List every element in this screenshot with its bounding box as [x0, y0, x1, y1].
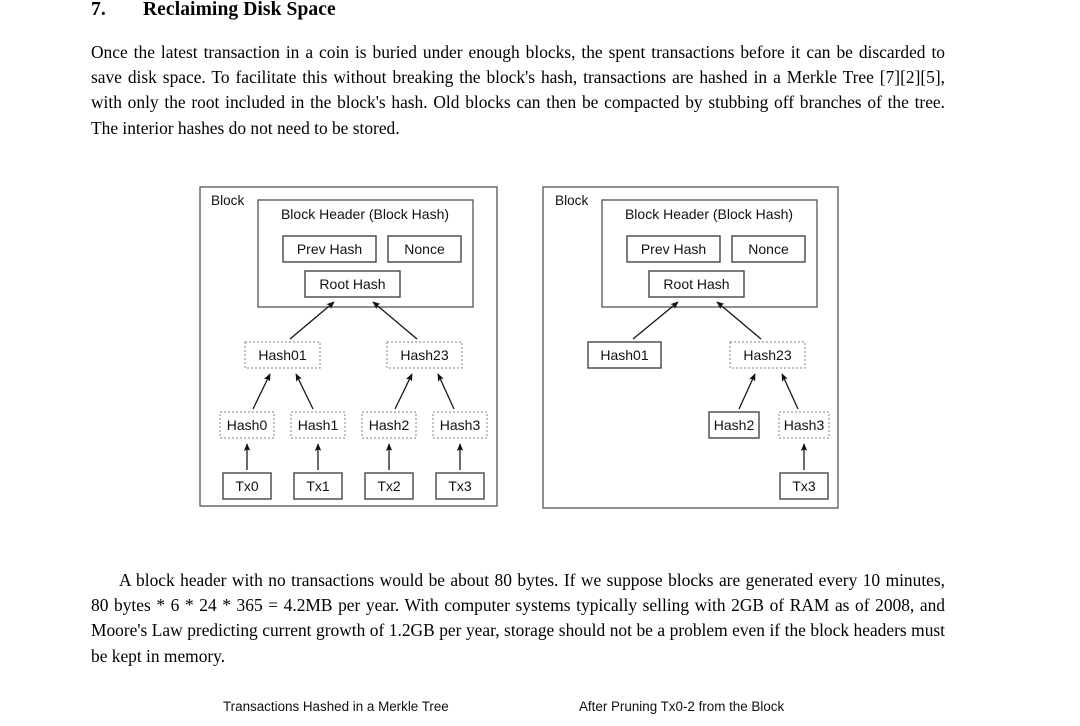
node-tx0-left: Tx0: [235, 478, 259, 494]
section-title: Reclaiming Disk Space: [143, 0, 336, 20]
block-header-label-left: Block Header (Block Hash): [281, 206, 449, 222]
node-hash1-left: Hash1: [298, 417, 339, 433]
node-tx3-left: Tx3: [448, 478, 472, 494]
root-hash-label-right: Root Hash: [663, 276, 729, 292]
nonce-label-right: Nonce: [748, 241, 789, 257]
merkle-tree-figure: Block Block Header (Block Hash) Prev Has…: [0, 178, 1080, 714]
prev-hash-label-left: Prev Hash: [297, 241, 362, 257]
prev-hash-label-right: Prev Hash: [641, 241, 706, 257]
figure-caption-right: After Pruning Tx0-2 from the Block: [579, 699, 785, 714]
root-hash-label-left: Root Hash: [319, 276, 385, 292]
block-header-label-right: Block Header (Block Hash): [625, 206, 793, 222]
block-label-left: Block: [211, 193, 244, 208]
arrow-group-right: [632, 301, 808, 470]
node-tx2-left: Tx2: [377, 478, 401, 494]
node-hash2-left: Hash2: [369, 417, 410, 433]
block-label-right: Block: [555, 193, 588, 208]
node-hash2-right: Hash2: [714, 417, 755, 433]
node-hash0-left: Hash0: [227, 417, 268, 433]
paragraph-intro: Once the latest transaction in a coin is…: [91, 42, 945, 138]
node-hash01-left: Hash01: [258, 347, 306, 363]
node-hash3-right: Hash3: [784, 417, 825, 433]
arrow-group-left: [243, 301, 464, 470]
section-number: 7.: [91, 0, 106, 20]
node-tx1-left: Tx1: [306, 478, 330, 494]
diagram-right: Block Block Header (Block Hash) Prev Has…: [542, 186, 839, 509]
page-title: 7. Reclaiming Disk Space: [91, 0, 971, 22]
diagram-left: Block Block Header (Block Hash) Prev Has…: [199, 186, 498, 507]
nonce-label-left: Nonce: [404, 241, 445, 257]
node-hash3-left: Hash3: [440, 417, 481, 433]
paragraph-storage: A block header with no transactions woul…: [91, 570, 945, 666]
node-hash23-left: Hash23: [400, 347, 448, 363]
node-hash23-right: Hash23: [743, 347, 791, 363]
node-tx3-right: Tx3: [792, 478, 816, 494]
node-hash01-right: Hash01: [600, 347, 648, 363]
figure-caption-left: Transactions Hashed in a Merkle Tree: [223, 699, 449, 714]
